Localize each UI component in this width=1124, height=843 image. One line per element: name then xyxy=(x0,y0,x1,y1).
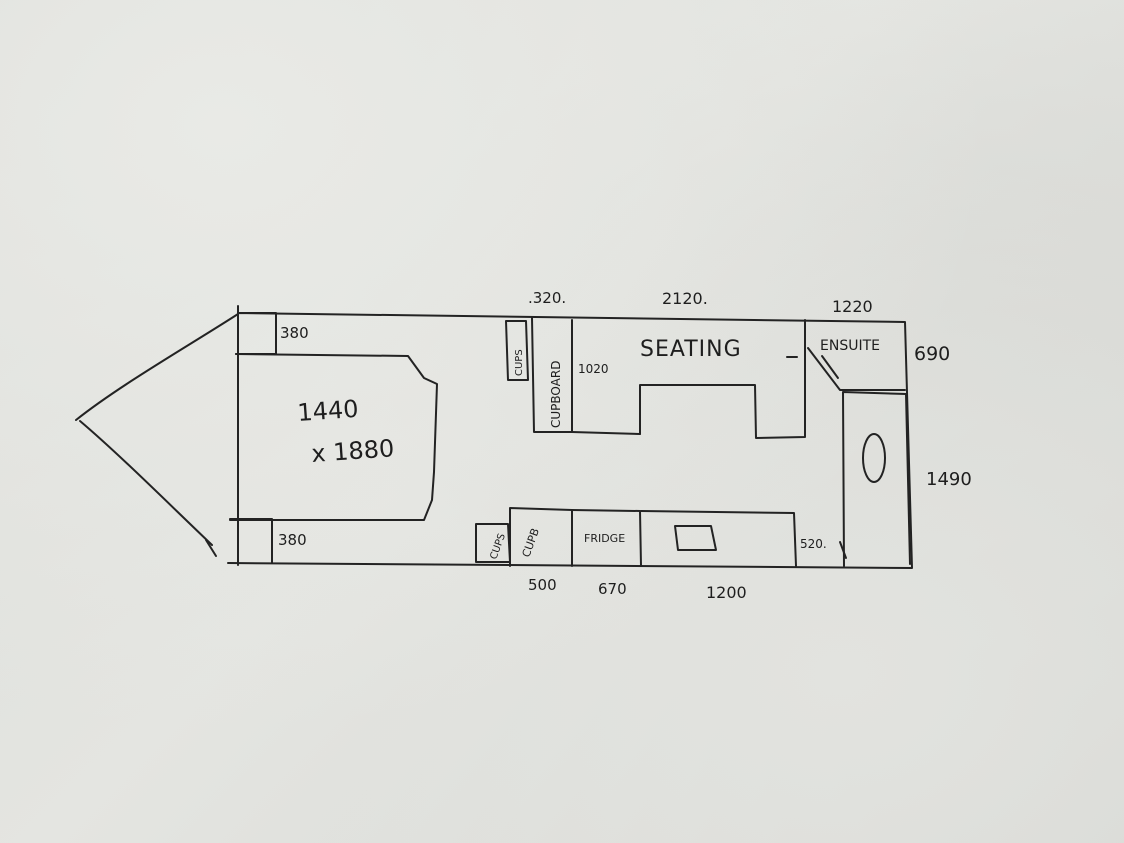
seating-label: SEATING xyxy=(640,337,742,362)
shower-cubicle xyxy=(842,391,911,567)
end-gap-mark xyxy=(839,541,847,559)
bench-box xyxy=(640,510,797,567)
fridge-width-measure: 670 xyxy=(598,580,627,598)
cupboard-width-measure: .320. xyxy=(528,289,566,307)
cups-top-label: CUPS xyxy=(514,349,525,376)
bed-outline xyxy=(229,353,438,521)
cups-top-box xyxy=(505,320,529,381)
cupboard-floor xyxy=(571,431,641,435)
seating-outline xyxy=(639,319,806,439)
cupboard-box xyxy=(531,317,573,433)
fridge-label: FRIDGE xyxy=(584,532,625,545)
cupboard-depth-measure: 1020 xyxy=(578,362,609,376)
cups-bottom-label: CUPS xyxy=(488,532,507,561)
front-top-measure: 380 xyxy=(280,324,309,342)
drawbar-upper xyxy=(75,313,239,421)
cupb-bottom-box xyxy=(509,507,573,567)
drawbar-tip xyxy=(205,539,217,557)
sink-icon xyxy=(674,525,717,551)
cupboard-label: CUPBOARD xyxy=(549,361,563,428)
front-top-box xyxy=(235,312,277,355)
front-bottom-measure: 380 xyxy=(278,531,307,549)
shower-length-measure: 1490 xyxy=(926,469,972,490)
bench-width-measure: 1200 xyxy=(706,583,747,602)
ensuite-width-measure: 1220 xyxy=(832,297,873,316)
ensuite-wall xyxy=(807,347,906,391)
toilet-icon xyxy=(862,433,886,483)
seating-width-measure: 2120. xyxy=(662,289,708,308)
front-bottom-box xyxy=(229,518,273,564)
bed-width-label: 1440 xyxy=(296,395,359,427)
outer-wall xyxy=(227,305,913,569)
ensuite-depth-measure: 690 xyxy=(914,343,950,365)
end-gap-measure: 520. xyxy=(800,537,827,551)
ensuite-label: ENSUITE xyxy=(820,338,880,354)
ensuite-door xyxy=(821,355,839,379)
drawbar-lower xyxy=(79,420,213,546)
cupb-bottom-measure: 500 xyxy=(528,576,557,594)
cupb-bottom-label: CUPB xyxy=(520,526,542,559)
bed-length-label: x 1880 xyxy=(310,434,395,468)
